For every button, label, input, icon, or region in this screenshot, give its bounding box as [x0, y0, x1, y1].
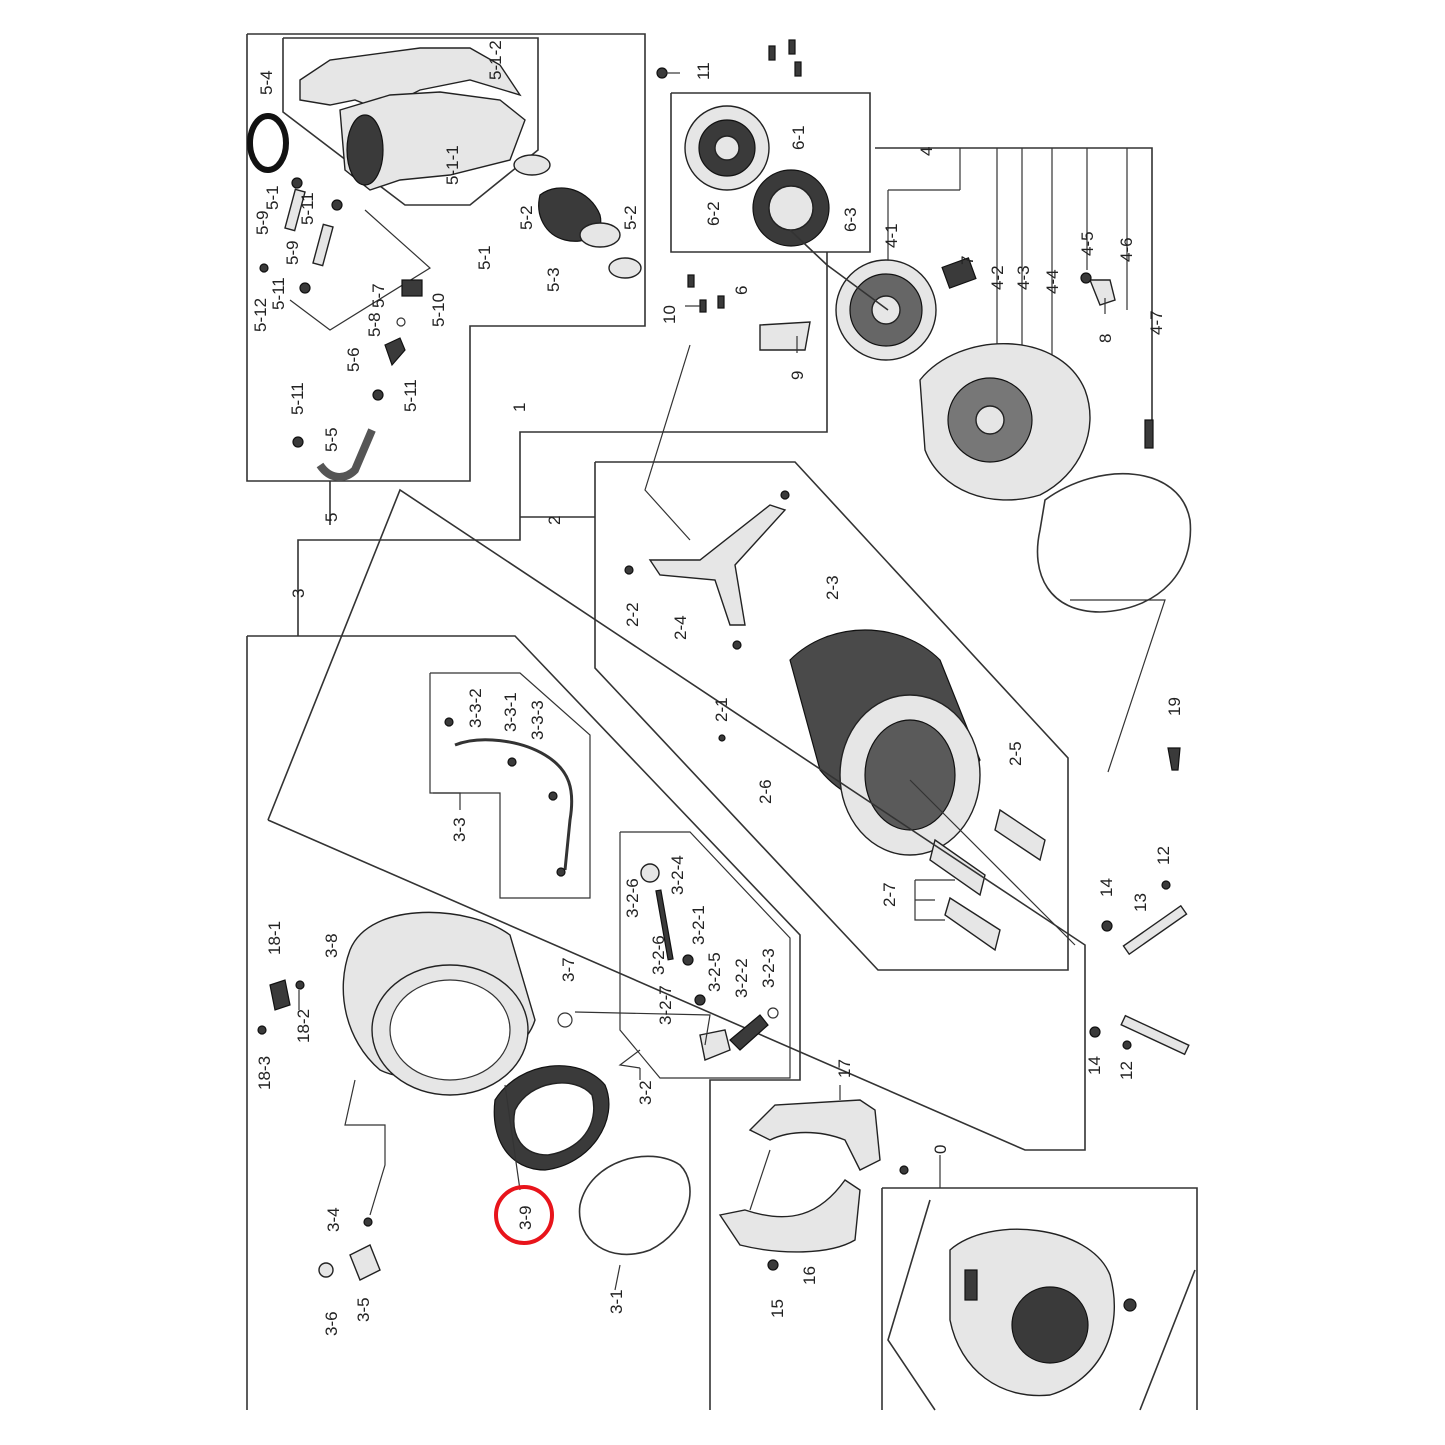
label-3-4: 3-4	[324, 1207, 343, 1232]
label-3-2-3: 3-2-3	[759, 948, 778, 988]
label-4-2: 4-2	[988, 265, 1007, 290]
label-3-9: 3-9	[516, 1205, 535, 1230]
label-5-11: 5-11	[401, 379, 420, 412]
label-5-5: 5-5	[322, 427, 341, 452]
label-3-2-2: 3-2-2	[732, 958, 751, 998]
label-5-7: 5-7	[369, 283, 388, 308]
group-2-box	[594, 344, 1069, 971]
label-5-2: 5-2	[517, 205, 536, 230]
label-2-7: 2-7	[880, 882, 899, 907]
label-5-1-2: 5-1-2	[486, 40, 505, 80]
label-5: 5	[322, 513, 341, 522]
label-17: 17	[835, 1059, 854, 1078]
label-3-2-1: 3-2-1	[689, 905, 708, 945]
label-15: 15	[768, 1299, 787, 1318]
part-labels: 5-1-2 5-4 5-1-1 5-1 5-11 5-9 5-9 5-2 5-2…	[251, 40, 1184, 1336]
group-3-box	[246, 488, 1086, 1410]
label-0: 0	[931, 1145, 950, 1154]
label-13: 13	[1131, 893, 1150, 912]
label-5-2: 5-2	[621, 205, 640, 230]
label-10: 10	[660, 305, 679, 324]
label-6-1: 6-1	[789, 125, 808, 150]
label-3-1: 3-1	[607, 1289, 626, 1314]
label-2: 2	[545, 516, 564, 525]
label-2-6: 2-6	[756, 779, 775, 804]
label-5-11: 5-11	[288, 382, 307, 415]
label-14: 14	[1085, 1056, 1104, 1075]
label-18-1: 18-1	[265, 921, 284, 955]
group-4-parts	[835, 147, 1192, 613]
label-3-2-4: 3-2-4	[668, 855, 687, 895]
label-12: 12	[1154, 846, 1173, 865]
label-16: 16	[800, 1266, 819, 1285]
label-3-2-6: 3-2-6	[649, 935, 668, 975]
label-6-2: 6-2	[704, 201, 723, 226]
group-0-box	[881, 1155, 1198, 1411]
label-3-6: 3-6	[322, 1311, 341, 1336]
label-5-3: 5-3	[544, 267, 563, 292]
label-5-10: 5-10	[429, 293, 448, 327]
label-18-3: 18-3	[255, 1056, 274, 1090]
leader-lines	[298, 72, 1106, 1080]
label-4: 4	[917, 147, 936, 156]
label-3-2-7: 3-2-7	[656, 985, 675, 1025]
label-5-1-1: 5-1-1	[443, 145, 462, 185]
label-3: 3	[289, 589, 308, 598]
label-2-5: 2-5	[1006, 741, 1025, 766]
label-3-8: 3-8	[322, 933, 341, 958]
bracket-parts	[718, 1085, 909, 1271]
label-5-1: 5-1	[263, 185, 282, 210]
label-5-12: 5-12	[251, 298, 270, 332]
label-5-9: 5-9	[253, 210, 272, 235]
label-1: 1	[510, 403, 529, 412]
label-5-11: 5-11	[269, 277, 288, 310]
label-18-2: 18-2	[294, 1009, 313, 1043]
main-connector-lines	[297, 229, 889, 636]
label-6-3: 6-3	[841, 207, 860, 232]
label-5-9: 5-9	[283, 240, 302, 265]
label-11: 11	[694, 62, 713, 80]
label-5-6: 5-6	[344, 347, 363, 372]
label-3-3: 3-3	[450, 817, 469, 842]
label-4-6: 4-6	[1117, 237, 1136, 262]
label-3-3-3: 3-3-3	[528, 700, 547, 740]
label-2-1: 2-1	[712, 697, 731, 722]
group-5-box	[246, 33, 646, 482]
label-3-3-1: 3-3-1	[501, 692, 520, 732]
label-3-2-5: 3-2-5	[705, 952, 724, 992]
group-3-parts	[257, 717, 779, 1291]
group-5-parts	[247, 47, 642, 481]
label-3-7: 3-7	[559, 957, 578, 982]
label-19: 19	[1165, 697, 1184, 716]
label-2-2: 2-2	[623, 602, 642, 627]
group-6-parts	[656, 39, 830, 351]
label-5-4: 5-4	[257, 70, 276, 95]
label-9: 9	[788, 371, 807, 380]
label-12: 12	[1117, 1061, 1136, 1080]
label-8: 8	[1096, 334, 1115, 343]
label-4-5: 4-5	[1078, 231, 1097, 256]
label-6: 6	[732, 286, 751, 295]
label-3-2: 3-2	[636, 1080, 655, 1105]
label-4-4: 4-4	[1043, 269, 1062, 294]
label-2-4: 2-4	[671, 615, 690, 640]
label-3-5: 3-5	[354, 1297, 373, 1322]
label-4-7: 4-7	[1147, 310, 1166, 335]
label-5-11: 5-11	[298, 192, 317, 225]
group-6-box	[670, 92, 871, 253]
label-4-1: 4-1	[882, 223, 901, 248]
label-14: 14	[1097, 878, 1116, 897]
right-hardware-parts	[1089, 747, 1190, 1056]
label-5-8: 5-8	[365, 312, 384, 337]
label-3-2-6: 3-2-6	[623, 878, 642, 918]
label-5-1: 5-1	[475, 245, 494, 270]
highlight-circle	[494, 1185, 554, 1245]
group-2-parts	[624, 490, 1166, 952]
label-3-3-2: 3-3-2	[466, 688, 485, 728]
label-4-3: 4-3	[1014, 265, 1033, 290]
label-2-3: 2-3	[823, 575, 842, 600]
label-7: 7	[958, 256, 977, 265]
